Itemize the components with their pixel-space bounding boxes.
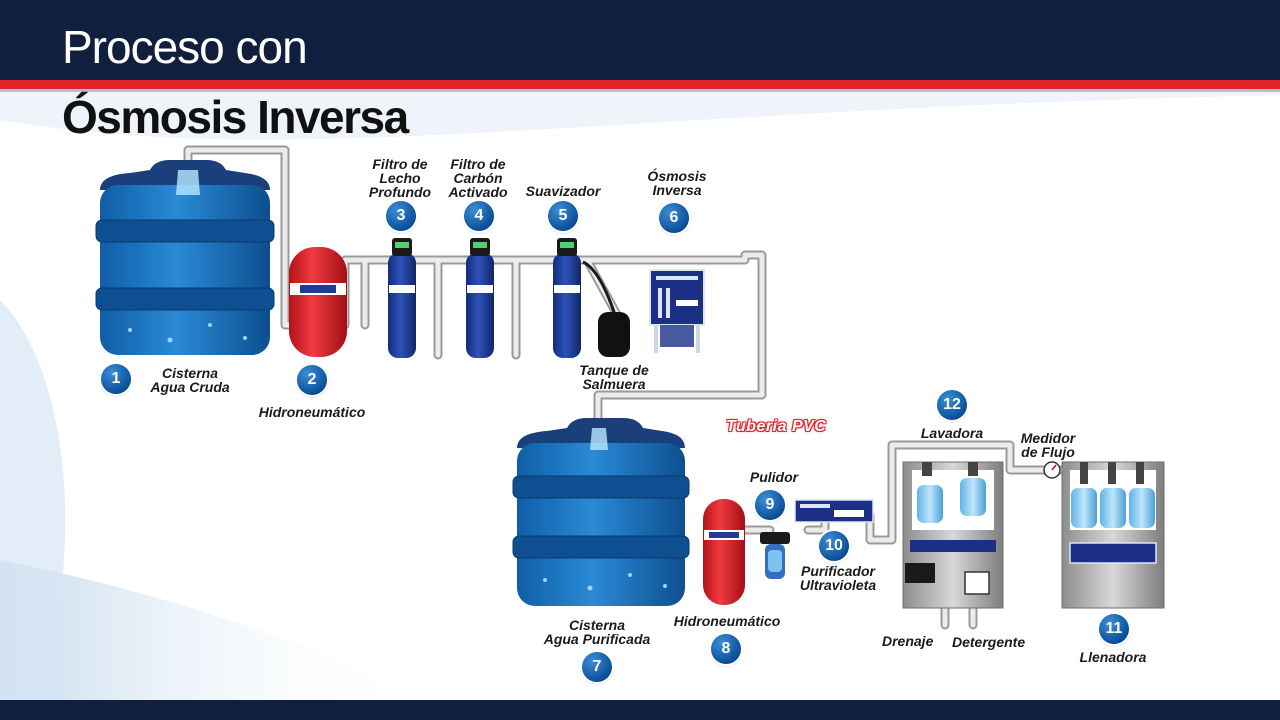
badge-8: 8 (711, 634, 741, 664)
badge-3: 3 (386, 201, 416, 231)
label-pulidor: Pulidor (749, 469, 799, 485)
label-hidroneumatico-2: Hidroneumático (258, 404, 366, 420)
filter-carbon-activado (466, 238, 494, 358)
badge-10: 10 (819, 531, 849, 561)
badge-4: 4 (464, 201, 494, 231)
badge-6: 6 (659, 203, 689, 233)
hydropneumatic-tank-8 (703, 499, 745, 605)
badge-11: 11 (1099, 614, 1129, 644)
brine-tank (582, 260, 630, 357)
badge-1: 1 (101, 364, 131, 394)
filler-machine (1061, 461, 1165, 609)
label-suavizador: Suavizador (525, 183, 601, 199)
tank-cisterna-agua-cruda (95, 160, 275, 355)
bg-swoosh-left (0, 300, 66, 700)
badge-9: 9 (755, 490, 785, 520)
bg-swoosh-bottom (0, 560, 420, 700)
hydropneumatic-tank-2 (289, 247, 347, 357)
bg-swoosh-top (0, 80, 1280, 140)
badge-12: 12 (937, 390, 967, 420)
footer-band (0, 700, 1280, 720)
badge-5: 5 (548, 201, 578, 231)
polisher-filter (760, 532, 790, 579)
label-hidroneumatico-8: Hidroneumático (673, 613, 781, 629)
label-lavadora: Lavadora (920, 425, 984, 441)
filter-suavizador (553, 238, 581, 358)
badge-2: 2 (297, 365, 327, 395)
reverse-osmosis-unit (649, 269, 705, 353)
header-red-stripe (0, 80, 1280, 89)
header-shadow (0, 89, 1280, 92)
label-tuberia-pvc: Tuberia PVC (726, 418, 827, 435)
page-title: Proceso con (62, 21, 308, 73)
label-drenaje: Drenaje (882, 633, 934, 649)
badge-7: 7 (582, 652, 612, 682)
washer-machine (902, 461, 1004, 609)
uv-purifier (794, 499, 874, 523)
label-llenadora: Llenadora (1079, 649, 1147, 665)
tank-cisterna-agua-purificada (512, 418, 690, 606)
label-detergente: Detergente (952, 634, 1026, 650)
header-band (0, 0, 1280, 80)
page-subtitle: Ósmosis Inversa (62, 91, 409, 143)
filter-lecho-profundo (388, 238, 416, 358)
flow-meter (1043, 461, 1061, 479)
